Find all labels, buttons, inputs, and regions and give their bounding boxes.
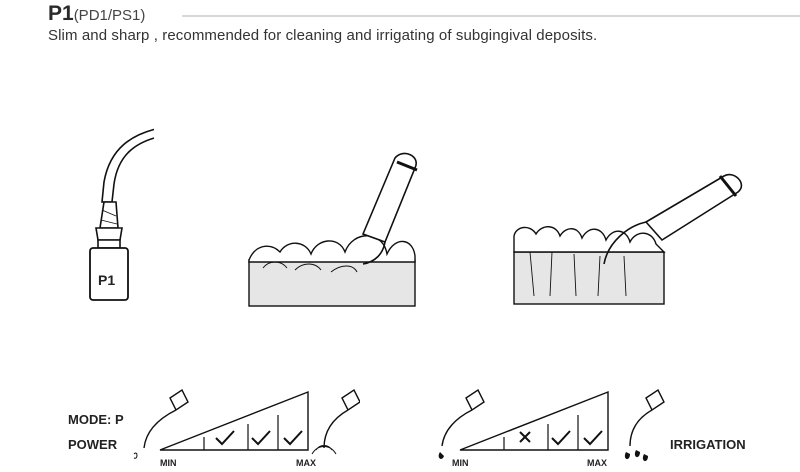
irrigation-min-label: MIN xyxy=(452,458,469,468)
description-text: Slim and sharp , recommended for cleanin… xyxy=(48,27,598,44)
handpiece-min-icon xyxy=(133,388,189,459)
power-check-1 xyxy=(215,430,235,446)
handpiece-min-icon xyxy=(438,388,485,459)
irrigation-ramp xyxy=(459,390,609,451)
irrigation-check-2 xyxy=(583,430,603,446)
power-check-2 xyxy=(251,430,271,446)
power-min-label: MIN xyxy=(160,458,177,468)
power-ramp xyxy=(159,390,309,451)
power-label: POWER xyxy=(68,437,118,452)
irrigation-scale xyxy=(438,388,665,462)
page-title: P1 (PD1/PS1) xyxy=(48,2,145,26)
mode-label: MODE: P xyxy=(68,412,124,427)
handpiece-max-icon xyxy=(311,388,360,455)
power-check-3 xyxy=(283,430,303,446)
power-max-label: MAX xyxy=(296,458,316,468)
teeth-scene-left xyxy=(248,152,418,307)
irrigation-cross xyxy=(519,431,531,443)
title-variants: (PD1/PS1) xyxy=(73,7,146,24)
irrigation-max-label: MAX xyxy=(587,458,607,468)
teeth-scene-right xyxy=(513,173,743,305)
irrigation-label: IRRIGATION xyxy=(670,437,746,452)
title-divider xyxy=(182,15,800,17)
tip-label: P1 xyxy=(98,272,116,288)
power-scale xyxy=(133,388,360,459)
title-model: P1 xyxy=(48,2,74,25)
irrigation-check-1 xyxy=(551,430,571,446)
scaler-tip-illustration xyxy=(89,128,154,301)
handpiece-max-icon xyxy=(624,388,665,462)
